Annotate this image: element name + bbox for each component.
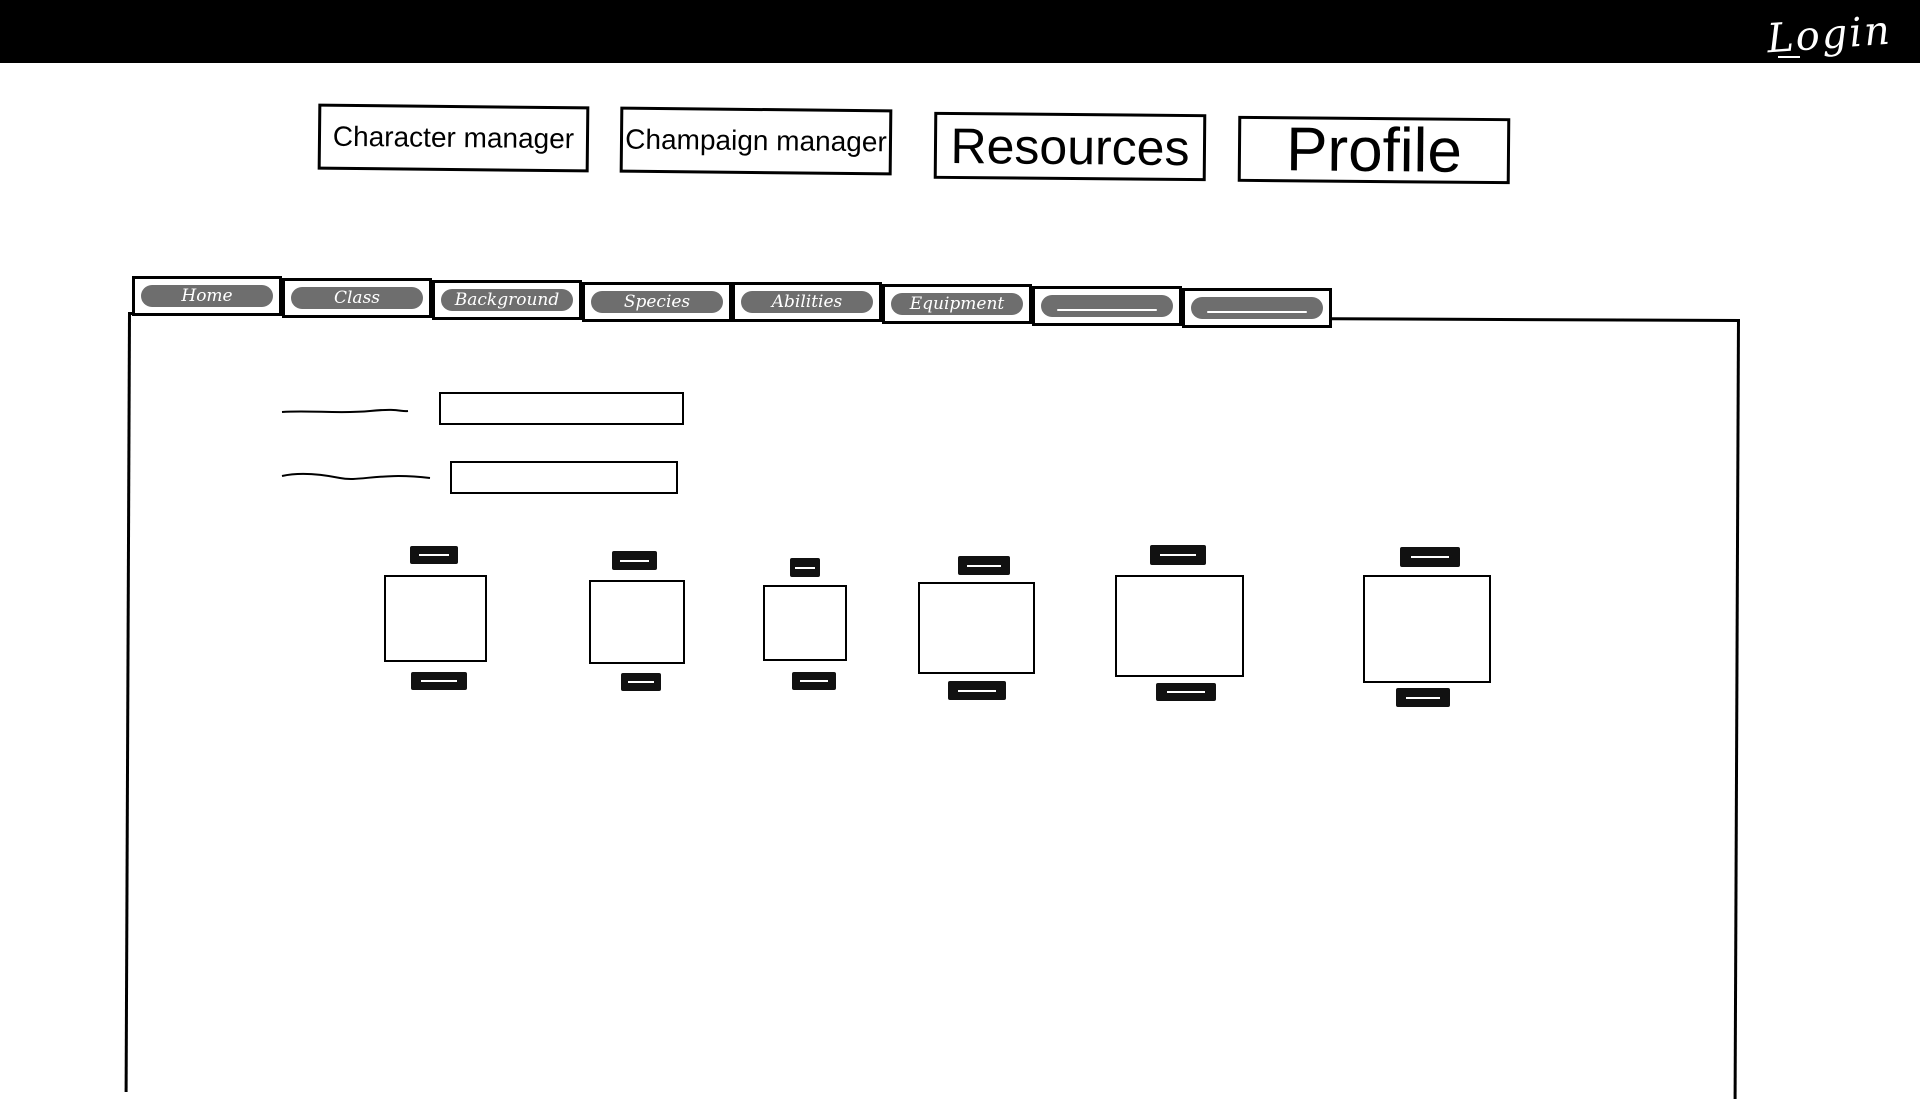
tab-label-background: Background <box>441 289 573 311</box>
card-4[interactable] <box>918 582 1035 674</box>
login-underline <box>1778 56 1800 58</box>
tab-label-class: Class <box>291 287 423 309</box>
tab-label-equipment: Equipment <box>891 293 1023 315</box>
tab-7[interactable] <box>1032 286 1182 326</box>
tab-equipment[interactable]: Equipment <box>882 284 1032 324</box>
card-1-bottom-tag <box>411 672 467 690</box>
tab-label-species: Species <box>591 291 723 313</box>
resources-button[interactable]: Resources <box>933 111 1207 182</box>
tab-abilities[interactable]: Abilities <box>732 282 882 322</box>
tab-species[interactable]: Species <box>582 282 732 322</box>
card-1-top-tag <box>410 546 458 564</box>
field-input-1[interactable] <box>439 392 684 425</box>
profile-button[interactable]: Profile <box>1237 115 1511 185</box>
tab-label-8 <box>1191 297 1323 319</box>
tab-background[interactable]: Background <box>432 280 582 320</box>
field-label-1 <box>281 408 409 414</box>
tab-home[interactable]: Home <box>132 276 282 316</box>
tab-8[interactable] <box>1182 288 1332 328</box>
card-5-top-tag <box>1150 545 1206 565</box>
card-3[interactable] <box>763 585 847 661</box>
card-5-bottom-tag <box>1156 683 1216 701</box>
tab-squiggle-8 <box>1207 311 1307 313</box>
card-2-top-tag <box>612 551 657 570</box>
field-input-2[interactable] <box>450 461 678 494</box>
card-1[interactable] <box>384 575 487 662</box>
card-3-bottom-tag <box>792 672 836 690</box>
card-6-bottom-tag <box>1396 688 1450 707</box>
tab-label-abilities: Abilities <box>741 291 873 313</box>
tab-label-7 <box>1041 295 1173 317</box>
card-3-top-tag <box>790 558 820 577</box>
card-2-bottom-tag <box>621 673 661 691</box>
card-4-top-tag <box>958 556 1010 575</box>
character-manager-button[interactable]: Character manager <box>317 103 590 173</box>
content-panel <box>124 312 1740 1099</box>
tab-class[interactable]: Class <box>282 278 432 318</box>
top-bar: Login <box>0 0 1920 63</box>
card-6-top-tag <box>1400 547 1460 567</box>
campaign-manager-button[interactable]: Champaign manager <box>619 106 893 176</box>
card-6[interactable] <box>1363 575 1491 683</box>
tab-squiggle-7 <box>1057 309 1157 311</box>
card-2[interactable] <box>589 580 685 664</box>
card-5[interactable] <box>1115 575 1244 677</box>
field-label-2 <box>281 472 431 480</box>
card-4-bottom-tag <box>948 681 1006 700</box>
tab-label-home: Home <box>141 285 273 307</box>
login-link[interactable]: Login <box>1765 7 1894 63</box>
